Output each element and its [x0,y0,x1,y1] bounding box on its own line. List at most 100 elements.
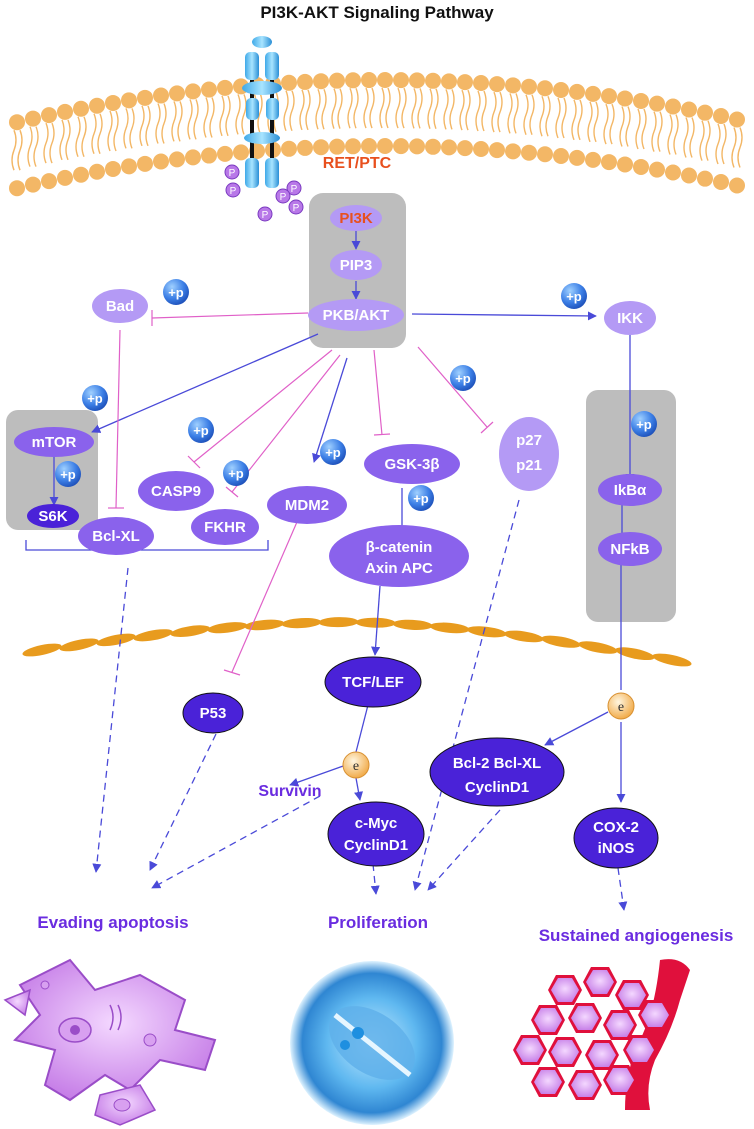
tcflef-node: TCF/LEF [324,656,422,708]
cmyc-label: c-Myc [355,815,398,832]
plus-p-label: +p [193,423,209,438]
receptor-label: RET/PTC [323,155,392,172]
tumor-cell [588,1043,616,1067]
tumor-cell [626,1038,654,1062]
nfkb-label: NFkB [610,541,649,558]
tumor-cell [571,1073,599,1097]
phosphate-label: P [230,186,237,197]
nuclear-envelope-segment [22,643,62,657]
tumor-cell [586,970,614,994]
p21-label: p21 [516,457,542,474]
inos-label: iNOS [598,840,635,857]
phosphate-label: P [262,210,269,221]
cox2-node: COX-2 iNOS [573,807,659,869]
outcome-dashed-arrows [92,499,628,911]
plus-p-circle [631,411,657,437]
tumor-cell [534,1008,562,1032]
bcatenin-label: β-catenin [366,539,433,556]
plus-p-label: +p [413,491,429,506]
nuclear-envelope-segment [244,619,285,631]
axin-apc-label: Axin APC [365,560,433,577]
nuclear-envelope-segment [355,617,396,628]
plus-p-label: +p [455,371,471,386]
plus-p-circle [320,439,346,465]
tumor-cell [641,1003,669,1027]
proliferating-cell-illustration [290,961,454,1125]
outcome-proliferation: Proliferation [328,913,428,932]
bad-node: Bad [92,289,148,323]
tumor-cell [618,983,646,1007]
mdm2-node: MDM2 [267,486,347,524]
tumor-cell [606,1013,634,1037]
phosphate-circle [288,199,304,215]
gsk3b-node: GSK-3β [364,444,460,484]
bclxl-node: Bcl-XL [78,517,154,555]
nuclear-envelope [22,617,692,667]
akt-node: PKB/AKT [308,299,404,331]
nuclear-envelope-segment [133,629,173,642]
p53-label: P53 [200,705,227,722]
fkhr-label: FKHR [204,519,246,536]
angiogenesis-illustration [513,959,690,1110]
bad-label: Bad [106,298,134,315]
bcl2-cyclind1-label: CyclinD1 [465,779,529,796]
e-box-label-nfkb: e [618,700,624,715]
pi3k-label: PI3K [339,210,373,227]
bcl2-node: Bcl-2 Bcl-XL CyclinD1 [429,737,565,807]
plus-p-label: +p [566,289,582,304]
nuclear-envelope-segment [503,630,544,643]
casp9-node: CASP9 [138,471,214,511]
nuclear-envelope-segment [207,622,248,634]
nuclear-envelope-segment [429,622,470,634]
s6k-node: S6K [27,504,79,528]
nuclear-envelope-segment [466,626,507,638]
ikk-complex-box [586,390,676,622]
mtor-label: mTOR [32,434,77,451]
nuclear-envelope-segment [170,625,211,637]
cmyc-node: c-Myc CyclinD1 [327,801,425,867]
phosphorylation-markers: +p+p+p+p+p+p+p+p+p+p [55,279,657,511]
pip3-node: PIP3 [330,250,382,280]
ikk-node: IKK [604,301,656,335]
nuclear-envelope-segment [96,633,136,647]
outcome-evading-apoptosis: Evading apoptosis [37,913,188,932]
s6k-label: S6K [38,508,67,525]
nuclear-envelope-segment [59,638,99,652]
plus-p-circle [55,461,81,487]
apoptotic-cell-illustration [3,958,217,1126]
nuclear-envelope-segment [392,619,433,630]
pip3-label: PIP3 [340,257,373,274]
ikba-node: IkBα [598,474,662,506]
plus-p-label: +p [60,467,76,482]
nuclear-envelope-segment [578,641,618,654]
pi3k-node: PI3K [330,205,382,231]
e-box-marker-tcf: e [342,751,370,779]
phosphate-circle [257,206,273,222]
outcome-angiogenesis: Sustained angiogenesis [539,926,734,945]
tumor-cell [551,1040,579,1064]
plus-p-circle [450,365,476,391]
phosphate-circle [286,180,302,196]
mdm2-label: MDM2 [285,497,329,514]
cmyc-cyclind1-label: CyclinD1 [344,837,408,854]
tumor-cell [516,1038,544,1062]
phosphate-circle [224,164,240,180]
ikk-label: IKK [617,310,643,327]
mtor-node: mTOR [14,427,94,457]
phosphate-label: P [229,168,236,179]
nuclear-envelope-segment [541,635,581,648]
fkhr-node: FKHR [191,509,259,545]
e-box-label-tcf: e [353,759,359,774]
diagram-title: PI3K-AKT Signaling Pathway [260,3,494,22]
bcatenin-node: β-catenin Axin APC [329,525,469,587]
nuclear-envelope-segment [615,647,655,661]
activation-arrows [25,230,635,803]
plus-p-circle [408,485,434,511]
nuclear-envelope-segment [652,653,692,667]
p27-label: p27 [516,432,542,449]
phosphate-label: P [291,184,298,195]
nfkb-node: NFkB [598,532,662,566]
plus-p-circle [223,460,249,486]
